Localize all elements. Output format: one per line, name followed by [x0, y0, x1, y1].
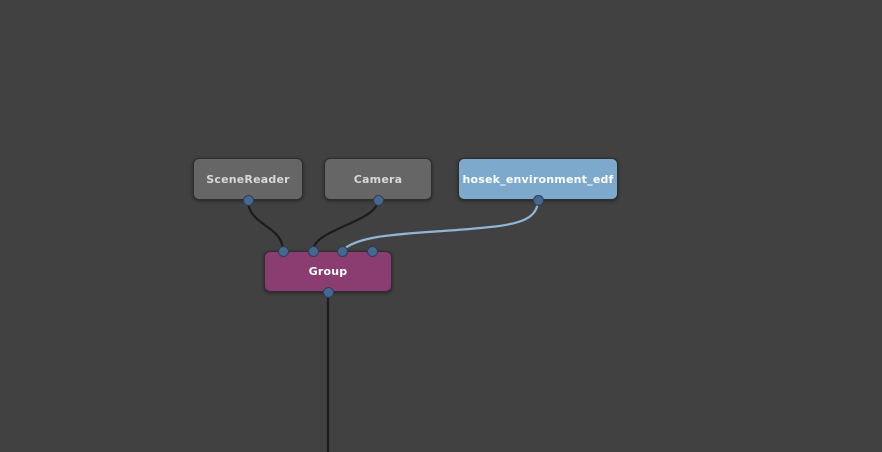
input-port-group-in1[interactable] — [307, 245, 319, 257]
node-group[interactable]: Group — [264, 251, 392, 292]
output-port-group-out[interactable] — [322, 286, 334, 298]
output-port-scenereader-out[interactable] — [242, 194, 254, 206]
node-label: Camera — [353, 172, 403, 186]
connection-wire[interactable] — [340, 198, 540, 253]
output-port-camera-out[interactable] — [372, 194, 384, 206]
output-port-hosek_environment_edf-out[interactable] — [532, 194, 544, 206]
input-port-group-in3[interactable] — [366, 245, 378, 257]
connection-wire[interactable] — [246, 198, 285, 253]
node-label: hosek_environment_edf — [462, 172, 614, 186]
node-scenereader[interactable]: SceneReader — [193, 158, 303, 200]
input-port-group-in0[interactable] — [277, 245, 289, 257]
input-port-group-in2[interactable] — [336, 245, 348, 257]
node-camera[interactable]: Camera — [324, 158, 432, 200]
node-label: Group — [308, 265, 348, 278]
node-hosek_environment_edf[interactable]: hosek_environment_edf — [458, 158, 618, 200]
node-label: SceneReader — [206, 172, 290, 186]
connection-wire[interactable] — [311, 198, 380, 253]
